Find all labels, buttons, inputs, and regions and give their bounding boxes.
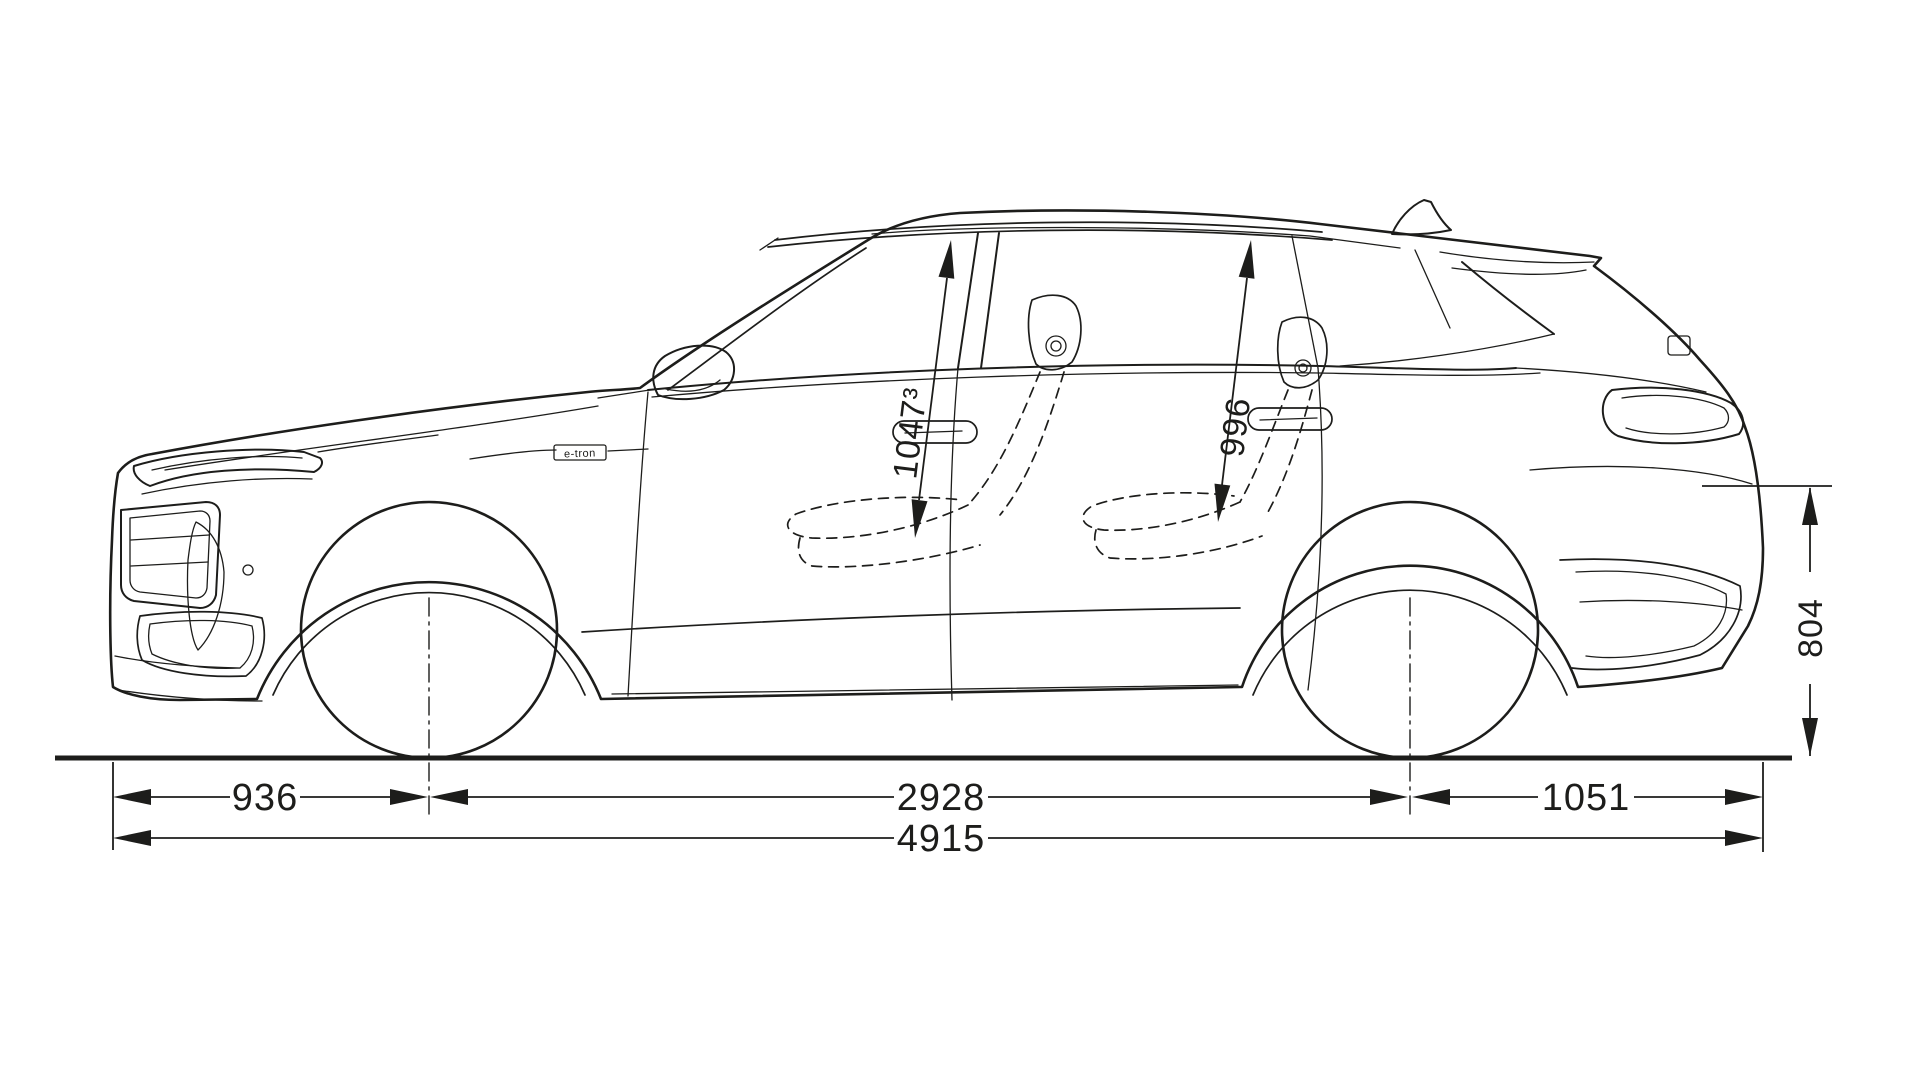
- hood-shut-line: [317, 434, 439, 453]
- dim-label-overall-length: 4915: [897, 818, 986, 860]
- car-body-outline: e-tron: [108, 199, 1765, 702]
- drip-rail: [871, 226, 1401, 249]
- b-pillar-front-line: [957, 232, 979, 369]
- dim-label-interior-height-rear: 996: [1213, 395, 1258, 459]
- dim-label-rear-height: 804: [1792, 598, 1830, 658]
- b-pillar-rear-line: [980, 232, 1000, 369]
- rear-tire: [1280, 500, 1540, 760]
- roof-rail-front-foot: [759, 237, 779, 251]
- fender-badge: e-tron: [469, 444, 649, 461]
- rear-seat: [1082, 316, 1328, 560]
- rear-shoulder-line: [1515, 367, 1707, 393]
- body-silhouette: [108, 209, 1765, 702]
- front-headrest: [1027, 294, 1082, 371]
- dim-label-wheelbase: 2928: [897, 777, 986, 819]
- roof-rail-upper: [774, 221, 1323, 241]
- roof-rail-lower: [767, 229, 1333, 248]
- front-door-rear-cut: [949, 367, 959, 701]
- headlight: [132, 448, 323, 495]
- quarter-window-bottom: [1339, 333, 1555, 367]
- side-mirror-inner: [665, 379, 721, 392]
- dimension-rear-height: 804: [1702, 485, 1832, 756]
- front-bumper-details: [114, 521, 266, 702]
- dim-label-rear-overhang: 1051: [1542, 777, 1631, 819]
- rear-lower-crease: [1579, 599, 1743, 611]
- windshield-line: [667, 247, 867, 391]
- side-mirror: [652, 344, 735, 401]
- front-door-front-cut: [627, 391, 649, 697]
- beltline: [647, 363, 1517, 391]
- front-tire: [299, 500, 559, 760]
- beltline-lower: [651, 371, 1541, 398]
- rear-headrest: [1276, 316, 1328, 389]
- rear-door-handle: [1247, 407, 1333, 431]
- spoiler-under-line: [1439, 251, 1595, 264]
- grille: [120, 501, 221, 609]
- c-pillar-line: [1291, 235, 1319, 369]
- dimension-rear-overhang: 1051: [1412, 777, 1763, 819]
- rear-door-rear-cut: [1307, 367, 1323, 691]
- antenna-fin: [1391, 199, 1452, 236]
- dimension-interior-height-rear: 996: [1213, 240, 1258, 522]
- front-wheel-arch-inner: [272, 591, 586, 696]
- dimension-interior-height-front: 1047³: [886, 240, 955, 538]
- d-pillar-line: [1461, 261, 1555, 335]
- dimension-front-overhang: 936: [113, 777, 428, 819]
- front-seat: [786, 294, 1082, 568]
- dimension-wheelbase: 2928: [430, 777, 1408, 819]
- rear-wheel-arch-inner: [1252, 589, 1568, 696]
- dimension-overall-length: 4915: [113, 818, 1763, 860]
- taillight: [1601, 386, 1745, 445]
- rear-wheel: [1252, 500, 1568, 821]
- badge-label: e-tron: [564, 447, 596, 460]
- lower-door-crease: [581, 607, 1241, 633]
- front-wheel: [272, 500, 586, 821]
- rocker-line: [611, 684, 1239, 695]
- rear-bumper-details: [1529, 335, 1753, 671]
- hood-crease-line: [164, 405, 599, 471]
- dim-label-interior-height-front: 1047³: [886, 385, 935, 481]
- front-door-handle: [892, 420, 978, 444]
- dim-label-front-overhang: 936: [232, 777, 298, 819]
- quarter-window-divider: [1414, 249, 1451, 329]
- cowl-line: [597, 388, 657, 399]
